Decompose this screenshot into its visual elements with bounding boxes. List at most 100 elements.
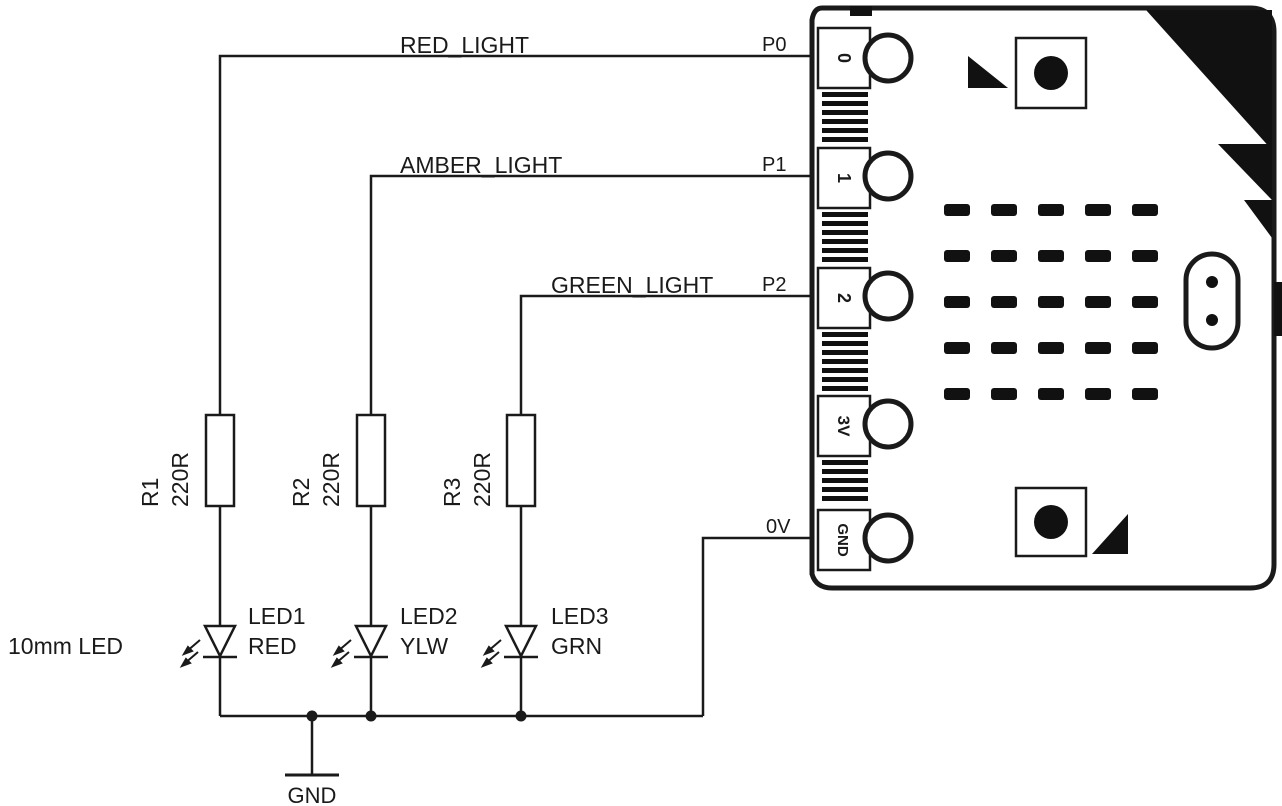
matrix-led — [1038, 250, 1064, 262]
wire-red-light — [218, 54, 818, 415]
contact-strip — [822, 377, 868, 382]
contact-strip — [822, 230, 868, 235]
light-rays-icon — [480, 639, 502, 668]
junction-dot — [515, 710, 527, 722]
diode-triangle — [503, 624, 539, 659]
led-ref: LED1 — [248, 603, 306, 629]
matrix-led — [944, 388, 970, 400]
resistor-body — [505, 413, 537, 508]
contact-strip — [822, 101, 868, 106]
contact-strip — [822, 239, 868, 244]
ground-label: GND — [288, 783, 337, 806]
pin-label: 3V — [834, 416, 853, 437]
sensor-slot-icon — [1183, 251, 1241, 351]
board-top-notch — [850, 6, 872, 16]
pin-label: 1 — [834, 173, 854, 183]
matrix-led — [1132, 388, 1158, 400]
resistor-r1: R1 220R — [137, 413, 236, 508]
led-led2: LED2 YLW — [330, 603, 458, 668]
contact-strip — [822, 257, 868, 262]
edge-connector: 0 1 2 3V GND — [816, 26, 914, 572]
port-label-0v: 0V — [766, 516, 791, 538]
led-ref: LED3 — [551, 603, 609, 629]
pin-label: GND — [834, 523, 851, 557]
matrix-led — [944, 204, 970, 216]
board-edge-notch — [1244, 200, 1272, 238]
matrix-led — [1132, 296, 1158, 308]
light-rays-icon — [330, 639, 352, 668]
pin-pad-0: 0 — [816, 26, 914, 90]
board-edge-notch — [1218, 144, 1272, 200]
led-color: GRN — [551, 633, 602, 659]
wire-amber-light — [369, 174, 818, 415]
contact-strips — [822, 92, 868, 501]
matrix-led — [944, 296, 970, 308]
contact-strip — [822, 128, 868, 133]
contact-strip — [822, 110, 868, 115]
resistor-r2: R2 220R — [288, 413, 387, 508]
contact-strip — [822, 359, 868, 364]
contact-strip — [822, 92, 868, 97]
port-label-p1: P1 — [762, 154, 786, 176]
matrix-led — [1085, 296, 1111, 308]
matrix-led — [944, 342, 970, 354]
contact-strip — [822, 478, 868, 483]
contact-strip — [822, 221, 868, 226]
contact-strip — [822, 469, 868, 474]
led-ref: LED2 — [400, 603, 458, 629]
resistor-r3: R3 220R — [439, 413, 537, 508]
matrix-led — [991, 250, 1017, 262]
led-type-label: 10mm LED — [8, 633, 123, 659]
matrix-led — [1132, 342, 1158, 354]
button-b-icon — [1014, 486, 1128, 558]
matrix-led — [1038, 342, 1064, 354]
led-led3: LED3 GRN — [480, 603, 609, 668]
pin-pad-3v: 3V — [816, 394, 914, 458]
matrix-led — [1132, 204, 1158, 216]
port-label-p0: P0 — [762, 34, 786, 56]
matrix-led — [1038, 204, 1064, 216]
resistor-value: 220R — [469, 452, 495, 507]
board-edge-tab — [1274, 282, 1282, 336]
contact-strip — [822, 341, 868, 346]
matrix-led — [1038, 388, 1064, 400]
resistor-ref: R2 — [288, 478, 314, 507]
resistor-ref: R3 — [439, 478, 465, 507]
contact-strip — [822, 332, 868, 337]
ground-symbol: GND — [285, 773, 339, 806]
pin-label: 2 — [834, 293, 854, 303]
diode-triangle — [202, 624, 238, 659]
net-label-green: GREEN_LIGHT — [551, 272, 713, 298]
pin-pad-2: 2 — [816, 266, 914, 330]
contact-strip — [822, 212, 868, 217]
microbit-board: 0 1 2 3V GND — [809, 5, 1282, 591]
contact-strip — [822, 487, 868, 492]
contact-strip — [822, 386, 868, 391]
matrix-led — [944, 250, 970, 262]
led-color: YLW — [400, 633, 448, 659]
board-corner-marker — [1146, 10, 1272, 150]
matrix-led — [1085, 250, 1111, 262]
resistor-body — [355, 413, 387, 508]
led-color: RED — [248, 633, 297, 659]
diode-triangle — [353, 624, 389, 659]
junction-dot — [365, 710, 377, 722]
resistor-body — [204, 413, 236, 508]
light-rays-icon — [179, 639, 201, 668]
resistor-ref: R1 — [137, 478, 163, 507]
matrix-led — [991, 388, 1017, 400]
contact-strip — [822, 368, 868, 373]
matrix-led — [1085, 388, 1111, 400]
matrix-led — [991, 204, 1017, 216]
pin-pad-1: 1 — [816, 146, 914, 210]
wires — [218, 54, 818, 775]
button-a-icon — [968, 36, 1088, 110]
contact-strip — [822, 460, 868, 465]
matrix-led — [991, 296, 1017, 308]
matrix-led — [1132, 250, 1158, 262]
net-label-red: RED_LIGHT — [400, 32, 529, 58]
pin-pad-gnd: GND — [816, 508, 914, 572]
pin-label: 0 — [834, 53, 854, 63]
contact-strip — [822, 137, 868, 142]
